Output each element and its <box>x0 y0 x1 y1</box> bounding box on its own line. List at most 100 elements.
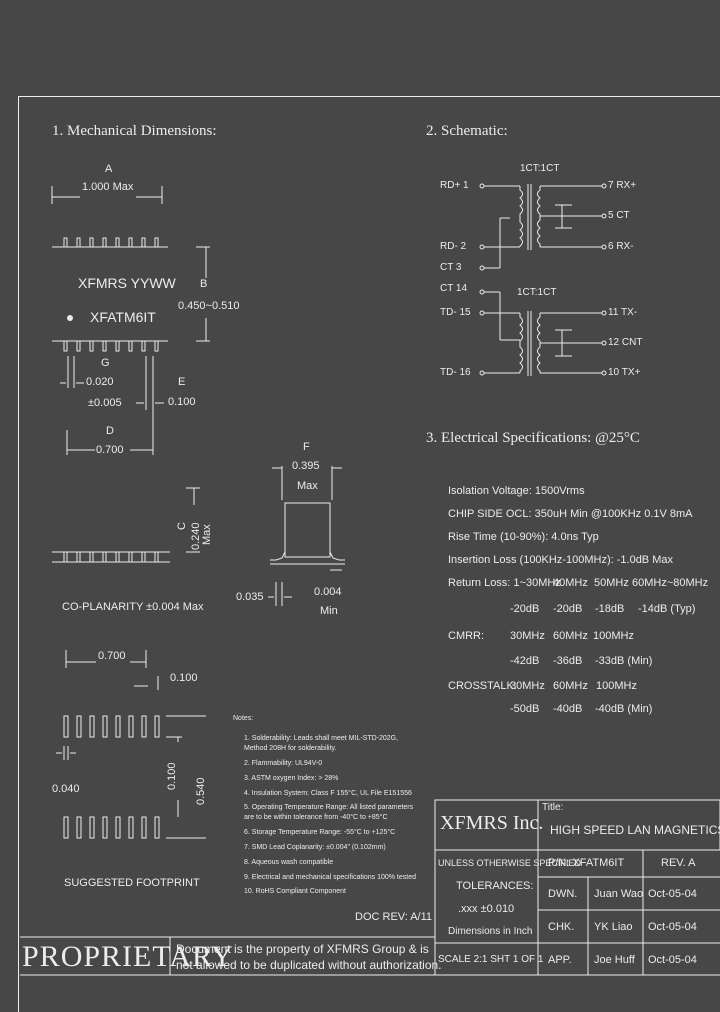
row-name: YK Liao <box>594 921 633 933</box>
pin-label-left-6: TD- 16 <box>440 367 471 378</box>
top-pins <box>63 237 159 352</box>
dim-f-letter: F <box>303 441 310 453</box>
cmrr-freq: 30MHz <box>510 630 545 642</box>
dim-c-max: Max <box>201 524 213 545</box>
ratio-bottom: 1CT:1CT <box>517 287 557 298</box>
note-item: 7. SMD Lead Coplanarity: ±0.004" (0.102m… <box>244 844 386 851</box>
row-name: Joe Huff <box>594 954 635 966</box>
note-item: 6. Storage Temperature Range: -55°C to +… <box>244 829 396 836</box>
legal-line-2: not allowed to be duplicated without aut… <box>176 958 442 972</box>
notes-title: Notes: <box>233 715 254 722</box>
spec-line: Rise Time (10-90%): 4.0ns Typ <box>448 531 599 543</box>
pin-label-right-1: 7 RX+ <box>608 180 637 191</box>
company-name: XFMRS Inc. <box>440 812 544 834</box>
pin-label-left-1: RD+ 1 <box>440 180 469 191</box>
crosstalk-freq: 100MHz <box>596 680 637 692</box>
cmrr-freq: 60MHz <box>553 630 588 642</box>
schematic-heading: 2. Schematic: <box>426 123 508 139</box>
fp-width: 0.700 <box>98 650 126 662</box>
ratio-top: 1CT:1CT <box>520 163 560 174</box>
cmrr-label: CMRR: <box>448 630 485 642</box>
marking-brand: XFMRS YYWW <box>78 275 176 291</box>
doc-rev: DOC REV: A/11 <box>355 911 433 923</box>
crosstalk-freq: 60MHz <box>553 680 588 692</box>
note-item: 1. Solderability: Leads shall meet MIL-S… <box>244 735 399 742</box>
return-loss-value: -14dB (Typ) <box>638 603 696 615</box>
fp-pitch: 0.100 <box>170 672 198 684</box>
note-item: 3. ASTM oxygen Index: > 28% <box>244 775 339 782</box>
proprietary-label: PROPRIETARY <box>22 940 234 973</box>
marking-part: XFATM6IT <box>90 309 156 325</box>
spec-line: Insertion Loss (100KHz-100MHz): -1.0dB M… <box>448 554 673 566</box>
cmrr-value: -42dB <box>510 655 540 667</box>
tolerance-label: TOLERANCES: <box>456 880 534 892</box>
coplanarity-label: CO-PLANARITY ±0.004 Max <box>62 601 204 613</box>
row-role: APP. <box>548 954 572 966</box>
crosstalk-label: CROSSTALK: <box>448 680 517 692</box>
dim-g-value1: 0.020 <box>86 376 114 388</box>
pin1-dot <box>67 315 73 321</box>
return-loss-value: -18dB <box>595 603 625 615</box>
dim-i-min: Min <box>320 605 338 617</box>
note-item: 9. Electrical and mechanical specificati… <box>244 874 416 881</box>
dim-a-value: 1.000 Max <box>82 181 134 193</box>
dim-g-value2: ±0.005 <box>88 397 122 409</box>
part-number: P/N: XFATM6IT <box>548 857 625 869</box>
pin-label-right-6: 10 TX+ <box>608 367 641 378</box>
note-item: 8. Aqueous wash compatible <box>244 859 334 866</box>
fp-pad: 0.040 <box>52 783 80 795</box>
note-item: 2. Flammability: UL94V-0 <box>244 760 323 767</box>
row-role: CHK. <box>548 921 575 933</box>
cmrr-freq: 100MHz <box>593 630 634 642</box>
drawing-sheet <box>18 96 720 1012</box>
note-item: 10. RoHS Compliant Component <box>244 888 346 895</box>
row-role: DWN. <box>548 888 578 900</box>
dim-e-letter: E <box>178 376 186 388</box>
dim-g-letter: G <box>101 357 110 369</box>
footprint-label: SUGGESTED FOOTPRINT <box>64 877 200 889</box>
drawing-title: HIGH SPEED LAN MAGNETICS <box>550 823 720 837</box>
dim-c-letter: C <box>176 522 188 530</box>
legal-line-1: Document is the property of XFMRS Group … <box>176 942 429 956</box>
return-loss-value: -20dB <box>510 603 540 615</box>
return-loss-freq: 60MHz~80MHz <box>632 577 709 589</box>
note-item: are to be within tolerance from -40°C to… <box>244 814 388 821</box>
dim-f-value: 0.395 <box>292 460 320 472</box>
dim-f-max: Max <box>297 480 318 492</box>
row-date: Oct-05-04 <box>648 888 697 900</box>
revision: REV. A <box>661 857 696 869</box>
pin-label-left-5: TD- 15 <box>440 307 471 318</box>
row-name: Juan Wao <box>594 888 644 900</box>
crosstalk-value: -40dB (Min) <box>595 703 653 715</box>
dim-b-value: 0.450~0.510 <box>178 300 240 312</box>
note-item: 5. Operating Temperature Range: All list… <box>244 804 414 811</box>
dim-b-letter: B <box>200 278 208 290</box>
note-item: 4. Insulation System: Class F 155°C, UL … <box>244 790 412 797</box>
tolerance-units: Dimensions in Inch <box>448 926 533 937</box>
crosstalk-freq: 30MHz <box>510 680 545 692</box>
pin-label-left-4: CT 14 <box>440 283 468 294</box>
title-label: Title: <box>542 802 564 813</box>
return-loss-freq: 40MHz <box>553 577 588 589</box>
dim-a-letter: A <box>105 163 113 175</box>
crosstalk-value: -50dB <box>510 703 540 715</box>
dim-e-value: 0.100 <box>168 396 196 408</box>
electrical-heading: 3. Electrical Specifications: @25°C <box>426 430 640 446</box>
row-date: Oct-05-04 <box>648 954 697 966</box>
fp-span: 0.540 <box>195 777 207 805</box>
cmrr-value: -33dB (Min) <box>595 655 653 667</box>
tolerance-head: UNLESS OTHERWISE SPECIFIED <box>438 858 581 868</box>
fp-row: 0.100 <box>166 762 178 790</box>
mechanical-heading: 1. Mechanical Dimensions: <box>52 123 217 139</box>
row-date: Oct-05-04 <box>648 921 697 933</box>
scale-sheet: SCALE 2:1 SHT 1 OF 1 <box>438 954 544 965</box>
return-loss-freq: 50MHz <box>594 577 629 589</box>
dim-d-letter: D <box>106 425 114 437</box>
dim-h-value: 0.035 <box>236 591 264 603</box>
pin-label-right-4: 11 TX- <box>608 307 638 318</box>
pin-label-right-5: 12 CNT <box>608 337 643 348</box>
return-loss-label: Return Loss: 1~30MHz <box>448 577 561 589</box>
return-loss-value: -20dB <box>553 603 583 615</box>
note-item: Method 208H for solderability. <box>244 745 337 752</box>
